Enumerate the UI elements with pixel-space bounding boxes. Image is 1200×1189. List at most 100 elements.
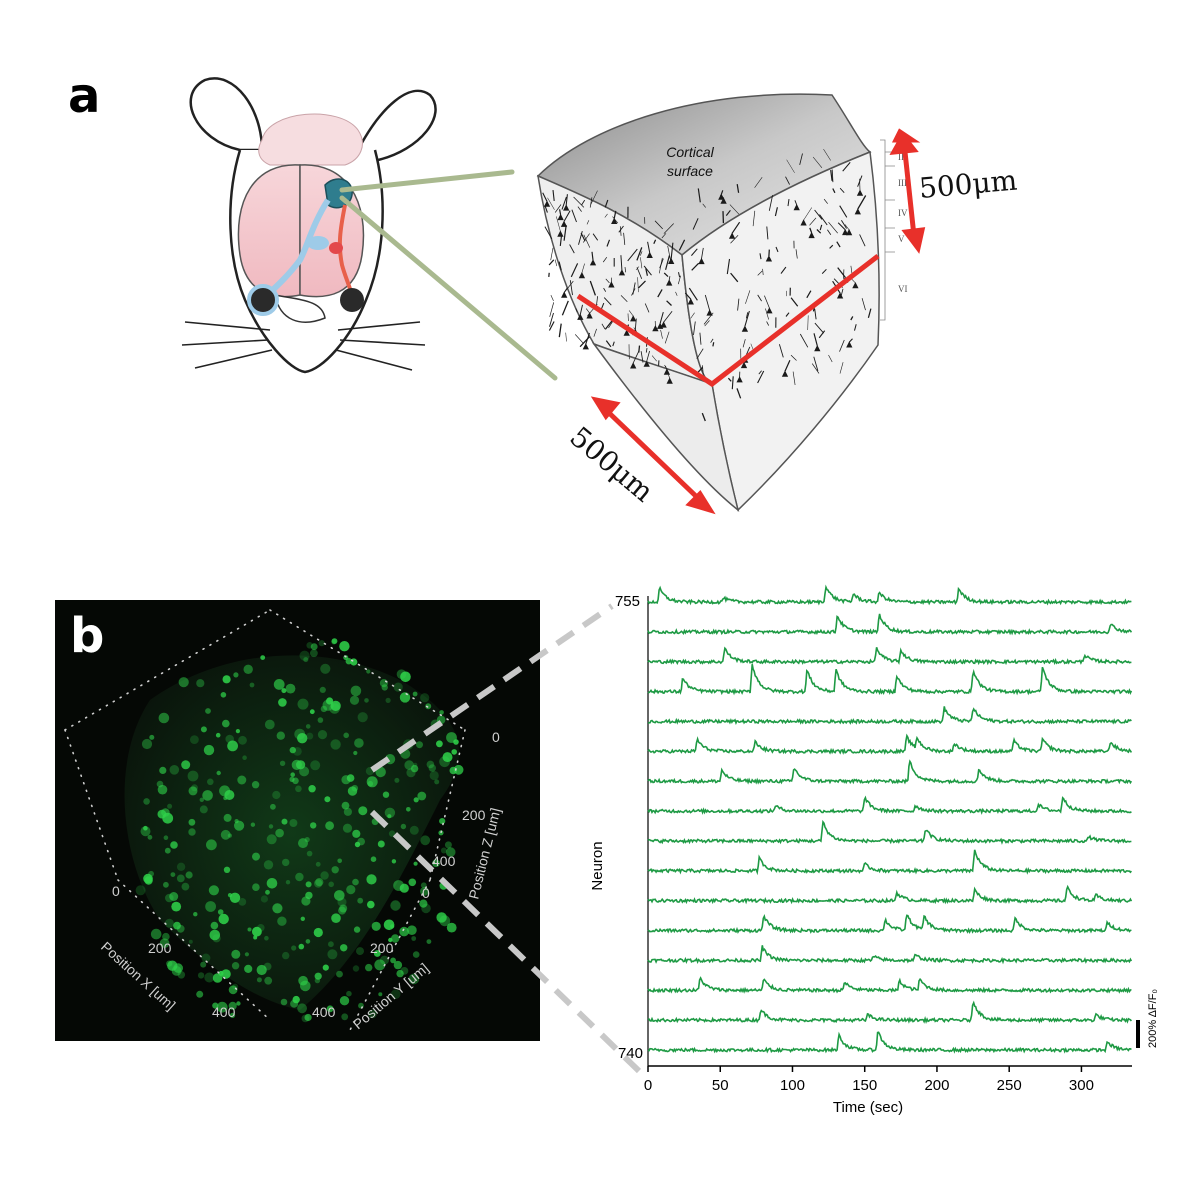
neuron-sketch-stroke (612, 341, 615, 347)
fluorescent-cell (326, 697, 334, 705)
fluorescent-cell (336, 970, 343, 978)
neuron-sketch-stroke (570, 263, 579, 278)
neuron-sketch-stroke (565, 332, 567, 342)
pyramidal-soma (563, 204, 570, 211)
neuron-sketch-stroke (549, 302, 555, 317)
fluorescent-cell (200, 726, 207, 733)
neuron-sketch-stroke (785, 312, 790, 317)
neuron-sketch-stroke (631, 288, 636, 296)
neuron-sketch-stroke (559, 209, 562, 215)
neuron-sketch-stroke (757, 270, 763, 276)
fluorescent-cell (324, 796, 331, 803)
neuron-sketch-stroke (839, 187, 845, 193)
pyramidal-soma (836, 292, 844, 299)
neuron-sketch-stroke (744, 310, 750, 327)
fluorescent-cell (327, 949, 338, 960)
neuron-sketch-stroke (666, 300, 672, 306)
fluorescent-cell (352, 878, 359, 886)
fluorescent-cell (346, 885, 356, 895)
fluorescent-cell (320, 705, 328, 713)
zoom-pointer-lines (339, 169, 558, 381)
fluorescent-cell (196, 679, 205, 688)
neuron-sketch-stroke (577, 206, 582, 212)
fluorescent-cell (227, 740, 239, 752)
fluorescent-cell (314, 972, 322, 980)
neuron-sketch-stroke (643, 265, 652, 276)
fluorescent-cell (265, 889, 270, 895)
neuron-sketch-stroke (559, 236, 562, 246)
neuron-sketch-stroke (844, 224, 850, 230)
fluorescent-cell (439, 818, 446, 825)
pyramidal-soma (623, 329, 630, 336)
fluorescent-cell (236, 1001, 241, 1006)
fluorescent-cell (313, 927, 323, 938)
fluorescent-cell (382, 791, 390, 798)
fluorescent-cell (319, 686, 326, 694)
neuron-top-label: 755 (615, 593, 640, 610)
neuron-sketch-stroke (790, 354, 797, 361)
neuron-sketch-stroke (646, 350, 650, 362)
pyramidal-soma (561, 291, 568, 298)
z-tick-label: 400 (432, 853, 456, 869)
fluorescent-cell (163, 835, 169, 840)
neuron-sketch-stroke (665, 255, 670, 270)
fluorescent-cell (143, 798, 150, 805)
pyramidal-soma (718, 193, 725, 200)
fluorescent-cell (357, 897, 364, 904)
depth-scale-arrow (889, 128, 926, 254)
fluorescent-cell (320, 871, 329, 880)
neuron-sketch-stroke (809, 227, 813, 233)
trace-neuron-743 (647, 945, 1133, 965)
fluorescent-cell (206, 839, 217, 851)
neuron-sketch-stroke (757, 294, 762, 302)
fluorescent-cell (390, 989, 401, 999)
pyramidal-soma (842, 228, 849, 236)
neuron-sketch-stroke (702, 365, 704, 375)
fluorescent-cell (244, 952, 249, 957)
fluorescent-cell (300, 916, 305, 921)
fluorescent-cell (310, 649, 318, 658)
neuron-sketch-stroke (827, 229, 832, 236)
fluorescent-cell (356, 947, 364, 956)
z-tick-label: 200 (462, 807, 486, 823)
neuron-sketch-stroke (645, 348, 648, 353)
fluorescent-cell (330, 700, 341, 712)
neuron-sketch-stroke (828, 221, 838, 234)
neuron-sketch-stroke (623, 232, 626, 245)
pyramidal-soma (618, 269, 626, 276)
neuron-sketch-stroke (766, 321, 770, 326)
fluorescent-cell (350, 685, 362, 697)
fluorescent-cell (170, 841, 178, 849)
neuron-sketch-stroke (632, 350, 640, 364)
neuron-sketch-stroke (558, 261, 562, 271)
neuron-sketch-stroke (603, 297, 612, 306)
pyramidal-soma (728, 232, 736, 239)
neuron-sketch-stroke (816, 229, 822, 234)
fluorescent-cell (308, 785, 316, 793)
neuron-sketch-stroke (608, 321, 613, 329)
neuron-sketch-stroke (813, 356, 819, 372)
neuron-sketch-stroke (684, 292, 692, 300)
width-scale-arrow (590, 396, 716, 515)
neuron-sketch-stroke (742, 339, 746, 348)
neuron-sketch-stroke (640, 251, 643, 256)
fluorescent-cell (399, 883, 409, 893)
fluorescent-cell (237, 775, 247, 785)
trace-neuron-747 (647, 819, 1132, 845)
fluorescent-cell (202, 790, 213, 801)
x-tick-label: 200 (148, 940, 172, 956)
pyramidal-soma (557, 230, 564, 237)
fluorescent-cell (218, 913, 229, 925)
fluorescent-cell (315, 878, 324, 887)
neuron-sketch-stroke (638, 345, 641, 353)
fluorescent-cell (205, 901, 217, 912)
pyramidal-soma (646, 251, 653, 259)
fluorescent-cell (215, 732, 221, 738)
fluorescent-cell (222, 719, 230, 728)
fluorescent-cell (229, 892, 241, 903)
trace-neuron-741 (647, 1000, 1132, 1025)
fluorescent-cell (221, 969, 231, 979)
fluorescent-cell (176, 924, 185, 933)
fluorescent-cell (188, 939, 193, 944)
fluorescent-cell (406, 768, 416, 778)
